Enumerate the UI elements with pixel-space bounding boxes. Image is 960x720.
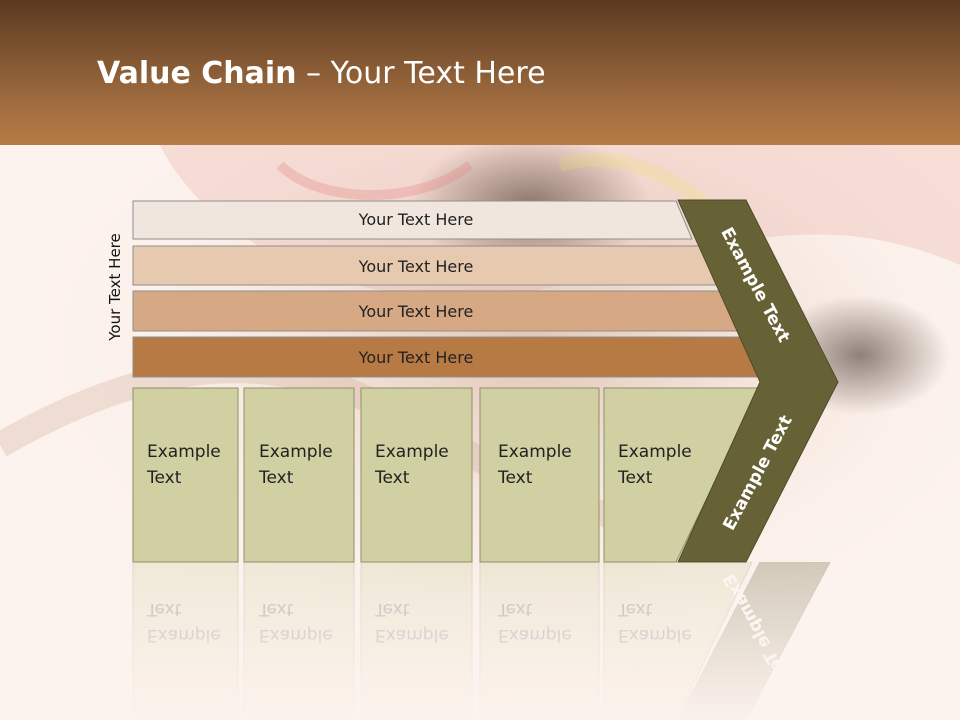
cell-3-box[interactable] (360, 387, 473, 563)
cell-2-label: Example Text (259, 442, 333, 488)
row-2-label: Your Text Here (358, 256, 474, 276)
row-4-label: Your Text Here (358, 347, 474, 367)
row-3-label: Your Text Here (358, 301, 474, 321)
cell-3-label: Example Text (375, 442, 449, 488)
title-rest: – Your Text Here (296, 56, 546, 91)
title-bar: Value Chain – Your Text Here (0, 0, 960, 145)
row-1-label: Your Text Here (358, 209, 474, 229)
cell-5-label: Example Text (618, 442, 692, 488)
title-bold: Value Chain (97, 56, 297, 91)
slide-title[interactable]: Value Chain – Your Text Here (97, 56, 546, 91)
cell-1-box[interactable] (132, 387, 239, 563)
cell-4-label: Example Text (498, 442, 572, 488)
row-1-bar[interactable] (132, 200, 693, 240)
cell-2-box[interactable] (243, 387, 355, 563)
cell-1-label: Example Text (147, 442, 221, 488)
